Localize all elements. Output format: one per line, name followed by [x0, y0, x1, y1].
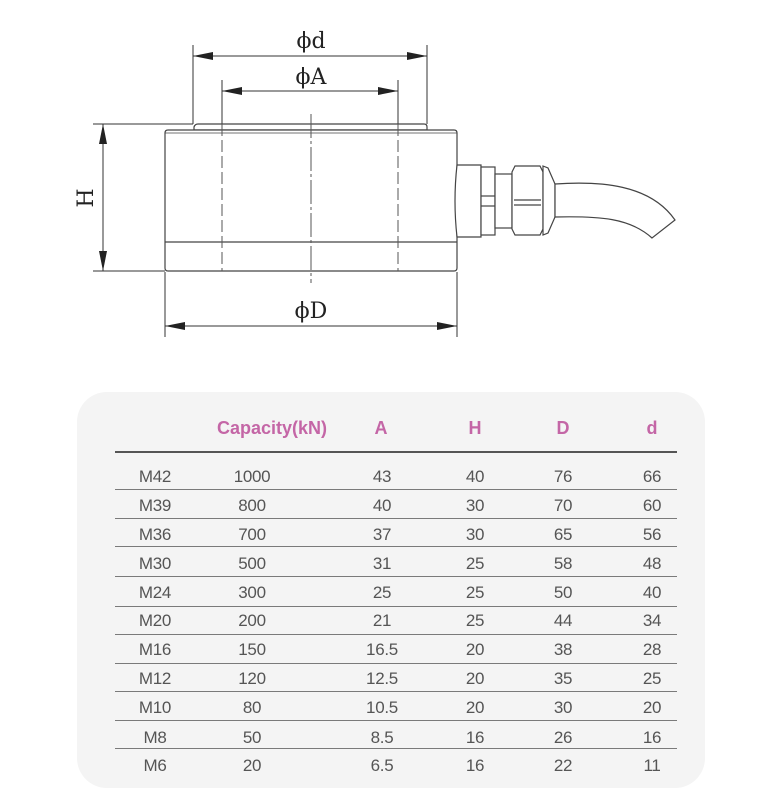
cell-a: 6.5	[370, 756, 394, 775]
cell-capacity: 800	[238, 496, 266, 515]
row-divider	[115, 720, 677, 721]
cell-capacity: 500	[238, 554, 266, 573]
specification-table-panel	[77, 392, 705, 788]
cell-a: 10.5	[366, 698, 398, 717]
cell-model: M6	[143, 756, 167, 775]
row-divider	[115, 489, 677, 490]
dimension-d-label: ϕd	[296, 29, 325, 54]
cell-a: 25	[372, 583, 392, 602]
cell-h: 20	[465, 640, 485, 659]
cell-a: 21	[372, 611, 392, 630]
cell-d: 58	[553, 554, 573, 573]
cell-h: 20	[465, 669, 485, 688]
row-divider	[115, 518, 677, 519]
cell-capacity: 50	[242, 728, 262, 747]
cell-model: M24	[138, 583, 172, 602]
cell-d: 48	[642, 554, 662, 573]
cell-h: 25	[465, 583, 485, 602]
cell-model: M12	[138, 669, 172, 688]
cell-d: 34	[642, 611, 662, 630]
cable	[554, 182, 676, 239]
cell-model: M39	[138, 496, 172, 515]
cell-d: 30	[553, 698, 573, 717]
row-divider	[115, 634, 677, 635]
dimension-h	[93, 123, 193, 272]
cell-d: 44	[553, 611, 573, 630]
cell-model: M30	[138, 554, 172, 573]
cell-h: 30	[465, 525, 485, 544]
cell-capacity: 300	[238, 583, 266, 602]
row-divider	[115, 606, 677, 607]
header-a: A	[374, 418, 388, 438]
cell-a: 12.5	[366, 669, 398, 688]
dimension-a	[221, 80, 399, 124]
cell-d: 26	[553, 728, 573, 747]
dimension-h-label: H	[74, 188, 99, 207]
row-divider	[115, 691, 677, 692]
cell-a: 37	[372, 525, 392, 544]
header-divider	[115, 451, 677, 453]
cell-d: 76	[553, 467, 573, 486]
cell-model: M20	[138, 611, 172, 630]
cell-capacity: 20	[242, 756, 262, 775]
cell-h: 40	[465, 467, 485, 486]
cell-capacity: 1000	[233, 467, 271, 486]
cell-capacity: 80	[242, 698, 262, 717]
cell-d: 22	[553, 756, 573, 775]
cell-a: 8.5	[370, 728, 394, 747]
cell-d: 25	[642, 669, 662, 688]
cell-d: 40	[642, 583, 662, 602]
cell-capacity: 120	[238, 669, 266, 688]
cell-h: 30	[465, 496, 485, 515]
row-divider	[115, 546, 677, 547]
cell-a: 40	[372, 496, 392, 515]
cell-capacity: 200	[238, 611, 266, 630]
cell-model: M8	[143, 728, 167, 747]
cell-d: 66	[642, 467, 662, 486]
cell-a: 43	[372, 467, 392, 486]
load-cell-dimension-drawing: ϕd ϕA H ϕD	[74, 29, 676, 337]
cell-d: 38	[553, 640, 573, 659]
cell-h: 25	[465, 554, 485, 573]
cell-h: 20	[465, 698, 485, 717]
dimension-D-label: ϕD	[295, 299, 328, 324]
dimension-D	[164, 272, 458, 337]
cell-d: 50	[553, 583, 573, 602]
dimension-a-label: ϕA	[296, 65, 328, 90]
header-d: d	[646, 418, 658, 438]
cell-d: 65	[553, 525, 573, 544]
cell-h: 16	[465, 728, 485, 747]
cell-d: 70	[553, 496, 573, 515]
cell-d: 16	[642, 728, 662, 747]
cell-a: 31	[372, 554, 392, 573]
row-divider	[115, 748, 677, 749]
cell-capacity: 700	[238, 525, 266, 544]
dimension-d	[192, 45, 428, 124]
cell-model: M10	[138, 698, 172, 717]
cell-d: 11	[643, 756, 661, 775]
header-D: D	[556, 418, 570, 438]
cell-model: M36	[138, 525, 172, 544]
cell-d: 35	[553, 669, 573, 688]
cable-connector	[454, 164, 556, 238]
cell-d: 20	[642, 698, 662, 717]
header-h: H	[468, 418, 482, 438]
cell-d: 60	[642, 496, 662, 515]
header-capacity: Capacity(kN)	[216, 418, 328, 438]
row-divider	[115, 663, 677, 664]
cell-d: 28	[642, 640, 662, 659]
row-divider	[115, 576, 677, 577]
cell-model: M16	[138, 640, 172, 659]
cell-h: 25	[465, 611, 485, 630]
cell-a: 16.5	[366, 640, 398, 659]
hidden-lines	[221, 114, 399, 283]
cell-h: 16	[465, 756, 485, 775]
cell-capacity: 150	[238, 640, 266, 659]
cell-model: M42	[138, 467, 172, 486]
cell-d: 56	[642, 525, 662, 544]
